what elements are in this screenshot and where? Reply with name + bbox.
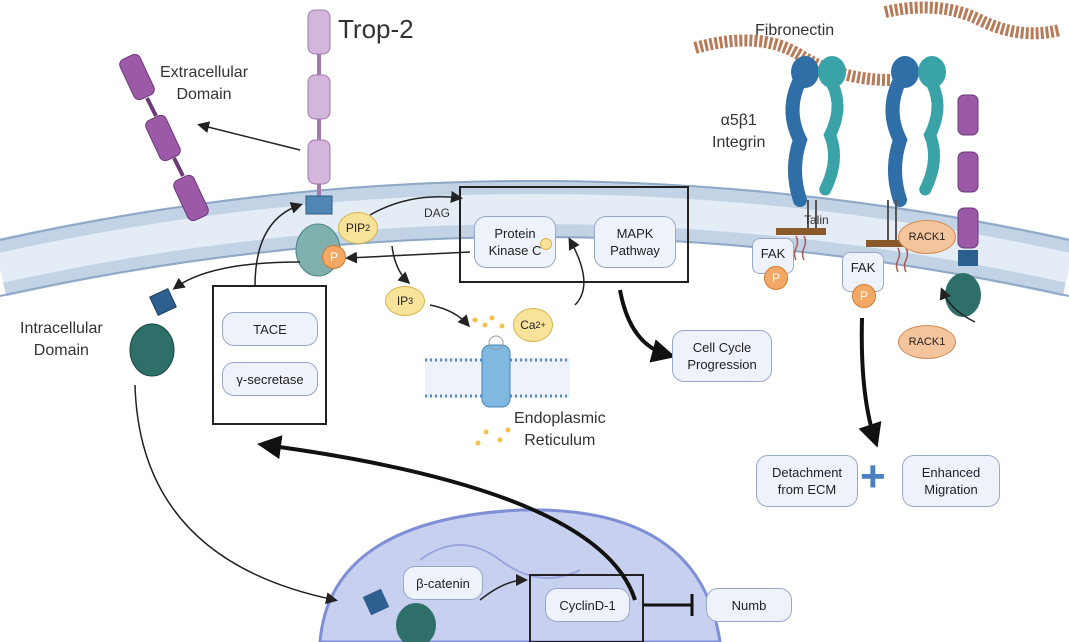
intracellular-domain-label: Intracellular Domain bbox=[20, 320, 103, 359]
cell-cycle-box: Cell Cycle Progression bbox=[672, 330, 772, 382]
integrin-right bbox=[866, 56, 946, 247]
pkc-mapk-frame bbox=[459, 186, 689, 283]
numb-box: Numb bbox=[706, 588, 792, 622]
fak-box-left: FAK bbox=[752, 238, 794, 274]
gamma-secretase-box: γ-secretase bbox=[222, 362, 318, 396]
pathway-arrows bbox=[134, 121, 976, 605]
thick-arrows bbox=[257, 289, 882, 601]
phosphate-badge: P bbox=[322, 245, 346, 269]
er-label: Endoplasmic Reticulum bbox=[514, 410, 606, 449]
enhanced-migration-box: Enhanced Migration bbox=[902, 455, 1000, 507]
fibronectin-fibers bbox=[693, 1, 1062, 86]
fak-phosphate-left: P bbox=[764, 266, 788, 290]
fak-squiggles bbox=[793, 235, 909, 273]
extracellular-domain-label: Extracellular Domain bbox=[160, 64, 249, 103]
trop2-right bbox=[945, 94, 981, 317]
plus-sign: + bbox=[860, 452, 886, 501]
fak-phosphate-right: P bbox=[852, 284, 876, 308]
endoplasmic-reticulum bbox=[425, 315, 570, 446]
fak-box-right: FAK bbox=[842, 252, 884, 292]
numb-inhibition bbox=[643, 594, 694, 616]
talin-label: Talin bbox=[804, 213, 829, 227]
nucleus bbox=[318, 508, 722, 642]
cyclin-frame bbox=[529, 574, 644, 642]
pkc-calcium-dot bbox=[540, 238, 552, 250]
rack1-bound: RACK1 bbox=[898, 220, 956, 254]
integrin-left bbox=[776, 56, 846, 235]
detachment-box: Detachment from ECM bbox=[756, 455, 858, 507]
tace-box: TACE bbox=[222, 312, 318, 346]
trop2-title: Trop-2 bbox=[338, 14, 414, 44]
integrin-label: α5β1 Integrin bbox=[712, 112, 766, 151]
mapk-pathway-box: MAPK Pathway bbox=[594, 216, 676, 268]
fibronectin-label: Fibronectin bbox=[755, 22, 835, 39]
beta-catenin-box: β-catenin bbox=[403, 566, 483, 600]
cyclin-d1-box: CyclinD-1 bbox=[545, 588, 630, 622]
trop2-receptor bbox=[295, 9, 341, 277]
intracellular-domain bbox=[129, 288, 177, 377]
rack1-free: RACK1 bbox=[898, 325, 956, 359]
dag-label: DAG bbox=[424, 206, 451, 220]
protease-frame bbox=[212, 285, 327, 425]
cleaved-extracellular-domain bbox=[119, 53, 209, 222]
